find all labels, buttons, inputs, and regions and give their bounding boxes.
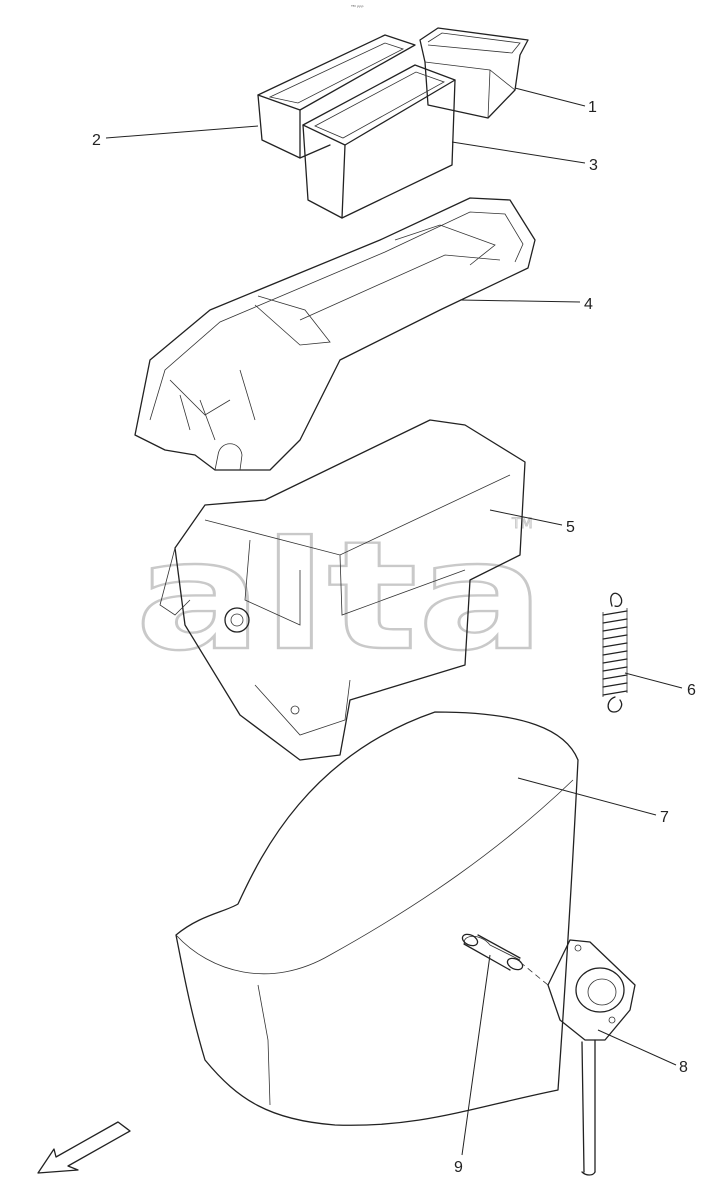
callout-7: 7 [660,809,669,826]
part-6-spring [602,592,628,713]
callout-9: 9 [454,1159,463,1176]
callout-labels: 1 2 3 4 5 6 7 8 9 [92,99,696,1176]
part-1-small-tray [419,27,529,119]
direction-arrow-icon [37,1121,131,1174]
header-mark: ᵀᴹ ᵖᵖᵖ [350,5,364,11]
part-2-filter-block [257,34,416,159]
part-8-latch-lever [519,939,636,1176]
callout-2: 2 [92,132,101,149]
part-3-filter-block [302,64,456,219]
callout-5: 5 [566,519,575,536]
watermark-text: alta [135,510,545,684]
part-4-console-frame [134,197,536,471]
part-7-cover-lid [175,711,579,1126]
callout-3: 3 [589,157,598,174]
leader-lines [105,87,683,1156]
callout-6: 6 [687,682,696,699]
watermark: alta TM [134,509,546,685]
callout-4: 4 [584,296,593,313]
callout-8: 8 [679,1059,688,1076]
part-5-bracket [159,419,526,761]
callout-1: 1 [588,99,597,116]
